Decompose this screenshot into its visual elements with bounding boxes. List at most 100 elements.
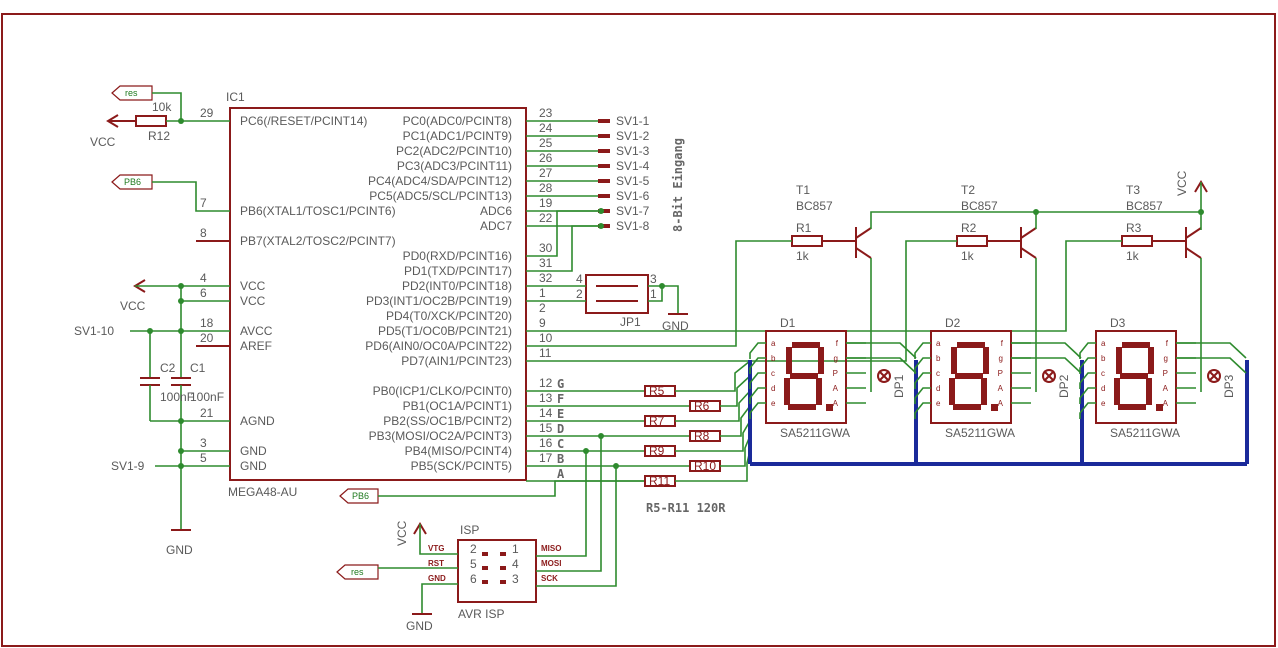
dp-marker-icon (1207, 369, 1221, 383)
display-pin-left: c (771, 369, 775, 378)
display-name: D2 (945, 316, 961, 330)
segment-resistor-name: R5 (649, 384, 665, 398)
ic1-right-pin-num: 13 (539, 391, 553, 405)
ic1-name: IC1 (226, 90, 245, 104)
pb6-tag: PB6 (124, 177, 141, 187)
display-name: D3 (1110, 316, 1126, 330)
r12-resistor (135, 115, 167, 127)
transistor-name: T2 (961, 183, 975, 197)
segment-a (957, 342, 985, 348)
segment-a (792, 342, 820, 348)
display-pin-left: c (936, 369, 940, 378)
display-pin-left: c (1101, 369, 1105, 378)
segment-c (981, 378, 987, 405)
display-pin-left: e (1101, 399, 1106, 408)
sv1-label: SV1-4 (616, 159, 650, 173)
gnd-label-left: GND (166, 543, 193, 557)
isp-connector: ISP AVR ISP VTG RST GND MISO MOSI SCK 2 … (336, 433, 619, 633)
ic1-right-pin-num: 26 (539, 151, 553, 165)
jp1-pin-4: 4 (576, 272, 583, 286)
c1-value: 100nF (190, 390, 224, 404)
ic1-part: MEGA48-AU (228, 485, 297, 499)
transistor-r-name: R1 (796, 221, 812, 235)
jp1-gnd: GND (662, 319, 689, 333)
r12-name: R12 (148, 129, 170, 143)
transistor-name: T3 (1126, 183, 1140, 197)
segment-b (818, 347, 824, 374)
segment-g (955, 373, 983, 379)
base-resistor (956, 235, 988, 247)
display-pin-left: e (936, 399, 941, 408)
ic1-left-pins: PC6(/RESET/PCINT14)29PB6(XTAL1/TOSC1/PCI… (200, 106, 396, 473)
sv1-label: SV1-1 (616, 114, 650, 128)
transistor-name: T1 (796, 183, 810, 197)
svg-text:1: 1 (512, 542, 519, 556)
segment-net-label: B (557, 452, 564, 466)
display-pin-left: d (1101, 384, 1105, 393)
isp-vtg: VTG (428, 544, 444, 553)
segment-resistor-name: R10 (694, 459, 716, 473)
ic1-right-pin-label: PC4(ADC4/SDA/PCINT12) (368, 174, 512, 188)
base-resistor (791, 235, 823, 247)
display-pin-right: g (999, 354, 1003, 363)
segment-f (786, 347, 792, 374)
ic1-right-pin-num: 11 (539, 346, 552, 360)
jp1-pin-1: 1 (650, 287, 657, 301)
ic1-right-pin-num: 17 (539, 451, 553, 465)
svg-text:6: 6 (470, 572, 477, 586)
jp1-pin-3: 3 (650, 272, 657, 286)
ic1: IC1 MEGA48-AU PC6(/RESET/PCINT14)29PB6(X… (200, 90, 553, 499)
ic1-right-pin-num: 12 (539, 376, 553, 390)
ic1-right-pin-label: PD4(T0/XCK/PCINT20) (386, 309, 512, 323)
ic1-right-pin-label: PB4(MISO/PCINT4) (405, 444, 512, 458)
display-pin-right: P (1163, 369, 1168, 378)
segment-f (1116, 347, 1122, 374)
dp-label: DP1 (892, 374, 906, 398)
ic1-left-pin-num: 20 (200, 331, 214, 345)
transistor-r-name: R2 (961, 221, 977, 235)
ic1-left-pin-num: 6 (200, 286, 207, 300)
c1-label: C1 (190, 361, 206, 375)
dp-marker-icon (877, 369, 891, 383)
segment-resistor-name: R6 (694, 399, 710, 413)
display-pin-left: a (936, 339, 941, 348)
display-pin-right: P (833, 369, 838, 378)
isp-caption: AVR ISP (458, 607, 504, 621)
isp-res-tag: res (351, 567, 364, 577)
transistor-r-value: 1k (1126, 249, 1140, 263)
segment-c (1146, 378, 1152, 405)
ic1-right-pin-num: 32 (539, 271, 553, 285)
sv1-label: SV1-5 (616, 174, 650, 188)
ic1-right-pin-label: PD6(AIN0/OC0A/PCINT22) (365, 339, 512, 353)
ic1-right-pin-num: 24 (539, 121, 553, 135)
segment-b (983, 347, 989, 374)
ic1-right-pin-num: 23 (539, 106, 553, 120)
ic1-left-pin-num: 8 (200, 226, 207, 240)
ic1-right-pin-label: PB0(ICP1/CLKO/PCINT0) (373, 384, 512, 398)
display-pin-left: b (936, 354, 941, 363)
ic1-right-pin-label: PD2(INT0/PCINT18) (402, 279, 512, 293)
ic1-left-pin-label: AVCC (240, 324, 273, 338)
ic1-right-pin-num: 14 (539, 406, 553, 420)
display-pin-left: a (771, 339, 776, 348)
ic1-left-pin-num: 4 (200, 271, 207, 285)
segment-c (816, 378, 822, 405)
segment-resistor-name: R9 (649, 444, 665, 458)
sv1-label: SV1-8 (616, 219, 650, 233)
display-pin-right: f (1001, 339, 1004, 348)
seven-segment-displays: D1SA5211GWAabcdefgPAADP1D2SA5211GWAabcde… (749, 316, 1247, 440)
sv1-pin (598, 179, 610, 183)
dp-label: DP2 (1057, 374, 1071, 398)
segment-net-label: C (557, 437, 564, 451)
transistor-r-name: R3 (1126, 221, 1142, 235)
sv1-label: SV1-3 (616, 144, 650, 158)
c2-value: 100nF (160, 390, 194, 404)
isp-gnd-label: GND (428, 574, 446, 583)
sv1-pin (598, 149, 610, 153)
ic1-right-pins: PC0(ADC0/PCINT8)23PC1(ADC1/PCINT9)24PC2(… (365, 106, 552, 473)
svg-text:3: 3 (512, 572, 519, 586)
segment-d (788, 404, 816, 410)
transistor-r-value: 1k (961, 249, 975, 263)
